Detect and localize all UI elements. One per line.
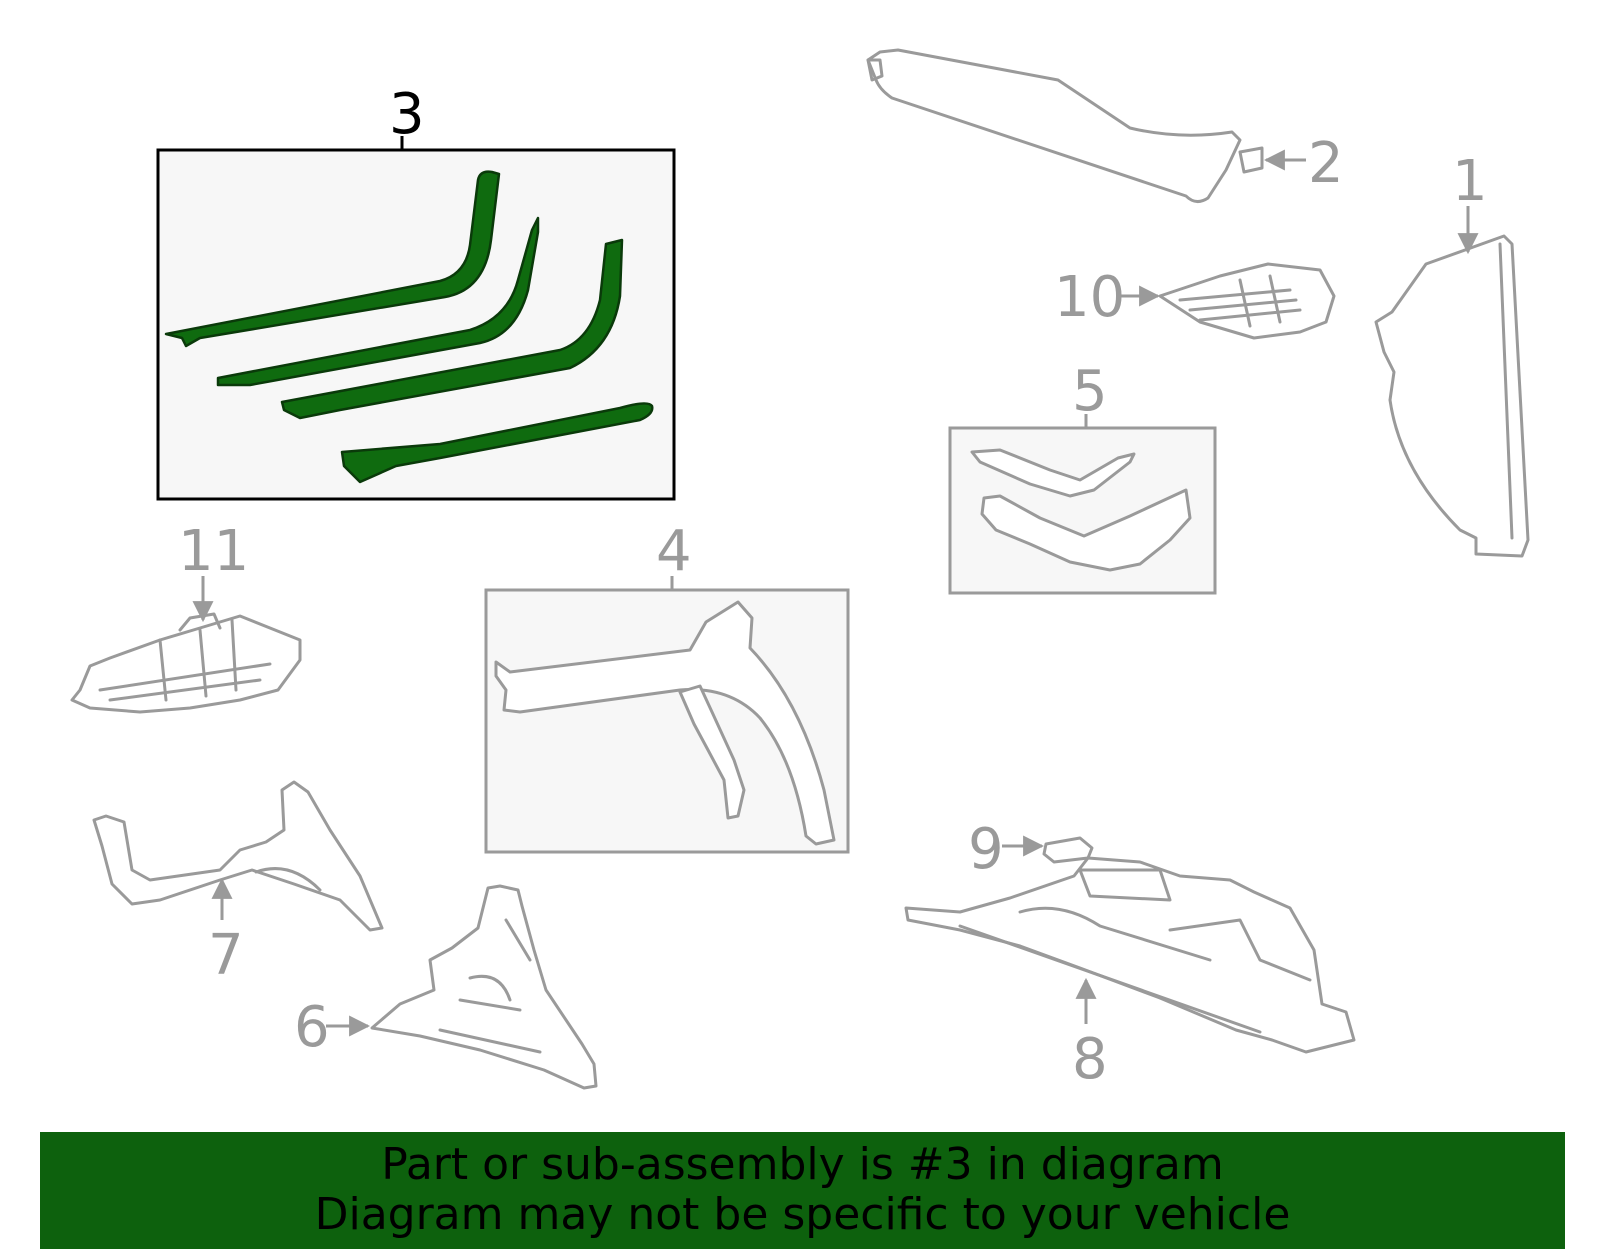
part-8-details <box>958 868 1312 1034</box>
part-5-group[interactable]: 5 <box>948 359 1217 595</box>
part-4-group[interactable]: 4 <box>484 519 850 854</box>
part-3-trim-lower <box>340 402 654 484</box>
part-6-bracket-panel <box>370 884 598 1090</box>
callout-3: 3 <box>389 82 425 147</box>
part-8-glove-box <box>904 856 1356 1054</box>
callout-9: 9 <box>968 817 1004 882</box>
part-2-group[interactable]: 2 <box>866 48 1344 203</box>
part-3-trim-second <box>216 216 540 387</box>
part-11-vent-details <box>98 612 272 702</box>
part-3-trim-third <box>280 238 624 420</box>
part-5-lower-trim <box>980 488 1192 572</box>
part-6-detail <box>438 918 542 1054</box>
callout-10: 10 <box>1054 265 1125 330</box>
callout-2: 2 <box>1308 131 1344 196</box>
banner-line-1: Part or sub-assembly is #3 in diagram <box>381 1139 1224 1190</box>
part-11-group[interactable]: 11 <box>70 519 302 714</box>
part-2-pillar-trim <box>866 48 1242 203</box>
part-7-group[interactable]: 7 <box>92 780 384 988</box>
part-2-mount <box>866 58 884 82</box>
part-1-edge <box>1498 242 1514 540</box>
part-7-detail <box>254 867 322 892</box>
part-10-vent <box>1158 262 1336 340</box>
callout-8: 8 <box>1072 1027 1108 1092</box>
part-6-group[interactable]: 6 <box>294 884 598 1090</box>
part-7-cover <box>92 780 384 932</box>
callout-7: 7 <box>208 923 244 988</box>
callout-11: 11 <box>178 519 249 584</box>
callout-6: 6 <box>294 995 330 1060</box>
part-9-clip <box>1042 836 1094 864</box>
part-4-pillar-trim <box>494 600 836 846</box>
callout-5: 5 <box>1072 359 1108 424</box>
callout-1: 1 <box>1452 149 1488 214</box>
part-1-group[interactable]: 1 <box>1374 149 1530 558</box>
part-3-trim-upper <box>164 170 501 348</box>
part-1-side-panel <box>1374 234 1530 558</box>
part-5-upper-trim <box>970 448 1136 498</box>
part-4-bracket <box>678 684 746 820</box>
info-banner: Part or sub-assembly is #3 in diagram Di… <box>40 1132 1565 1249</box>
part-9-group[interactable]: 9 <box>968 817 1094 882</box>
part-10-vent-slats <box>1178 274 1302 328</box>
banner-line-2: Diagram may not be specific to your vehi… <box>314 1189 1291 1240</box>
callout-4: 4 <box>656 519 692 584</box>
part-11-vent-housing <box>70 614 302 714</box>
part-10-group[interactable]: 10 <box>1054 262 1336 340</box>
part-8-group[interactable]: 8 <box>904 856 1356 1092</box>
part-3-group[interactable]: 3 <box>156 82 676 501</box>
part-2-clip <box>1238 146 1264 174</box>
